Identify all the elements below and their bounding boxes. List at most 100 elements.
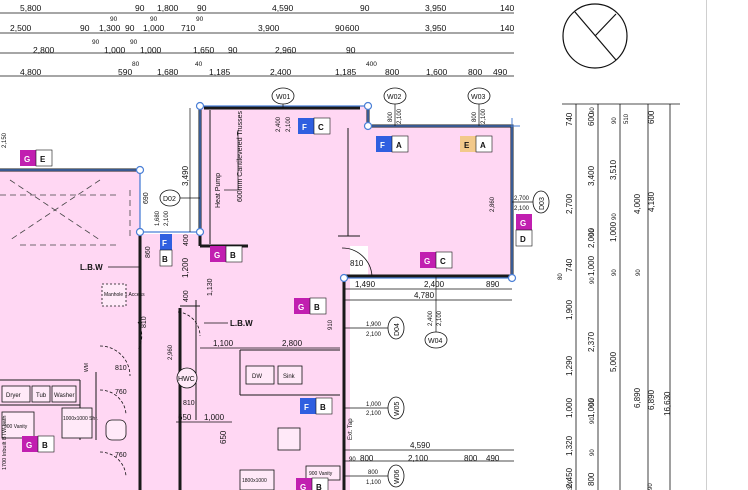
dim-text: 5,800 [20,3,42,13]
dim-text: 90 [197,3,207,13]
dim-text: 1,000 [204,413,225,422]
selection-handle[interactable] [195,227,205,237]
top-dimension-text: 5,800 90 1,800 90 4,590 90 3,950 140 90 … [10,3,514,77]
window-w01[interactable]: W01 [271,87,295,105]
dim-text: 300 [568,479,574,490]
selection-handle[interactable] [363,121,373,131]
tag-gb-b[interactable]: G B [294,297,327,315]
selection-handle[interactable] [135,165,145,175]
dim-text: 490 [493,67,507,77]
dim-text: 1,300 [99,23,121,33]
tag-letter: B [314,303,320,312]
d03-width: 2,700 [514,196,530,202]
dim-text: 1,680 [157,67,179,77]
trusses-label: 600mm Cantilevered Trusses [237,110,244,202]
selection-handle[interactable] [507,273,517,283]
door-d03[interactable]: D03 [532,190,550,214]
dim-text: 760 [115,452,127,459]
tag-gb-d[interactable]: G B [296,477,329,490]
dim-text: 1,000 [587,255,596,276]
tag-letter: G [24,155,30,164]
dim-text: 90 [360,3,370,13]
dim-text: 80 [558,273,564,280]
dim-text: 1,200 [181,257,190,278]
dim-text: 400 [183,290,190,302]
dim-text: 2,700 [565,193,574,214]
tag-fb-a[interactable]: F B [159,234,173,267]
tag-ge[interactable]: G E [20,149,53,167]
plan-dimension-text: 1,490 2,400 890 4,780 810 1,100 2,800 81… [2,132,500,463]
dim-text: 90 [150,16,158,23]
window-w02[interactable]: W02 [383,87,407,105]
dim-text: 860 [145,246,152,258]
inner-walls [0,110,360,440]
dim-text: 650 [219,430,228,444]
vanity-label: 900 Vanity [4,424,28,430]
dim-text: 2,370 [587,331,596,352]
d03-height: 2,100 [514,206,530,212]
window-w04[interactable]: W04 [424,331,448,349]
cooktop-icon [277,427,301,451]
dim-text: 6,890 [633,387,642,408]
selection-handle[interactable] [135,227,145,237]
w01-height: 2,400 [276,116,282,132]
floor-plan-canvas[interactable]: 5,800 90 1,800 90 4,590 90 3,950 140 90 … [0,0,706,490]
dim-text: 690 [143,192,150,204]
lbw-label: L.B.W [230,319,253,328]
tag-gc[interactable]: G C [420,251,453,269]
window-w05[interactable]: W05 [387,396,405,420]
dim-text: 2,960 [168,344,174,360]
dim-text: 1,000 [587,397,596,418]
tag-gb-c[interactable]: G B [22,435,55,453]
vanity1800-box [239,469,275,490]
vanity-box [1,411,35,439]
ext-tap-label: Ext. Tap [348,418,354,440]
dim-text: 90 [135,3,145,13]
door-d04[interactable]: D04 [387,316,405,340]
tag-fb-b[interactable]: F B [300,397,333,415]
selection-handle[interactable] [339,273,349,283]
window-tags[interactable]: W01 W02 W03 W04 W05 W06 D02 D03 [159,87,550,488]
dim-text: 90 [590,449,596,456]
dim-text: 800 [468,67,482,77]
dim-text: 140 [500,3,514,13]
w05-height: 2,100 [366,411,382,417]
dim-text: 1,185 [335,67,357,77]
dim-text: 90 [110,16,118,23]
heat-pump-label: Heat Pump [215,173,222,208]
dim-text: 400 [366,61,377,68]
tag-ea[interactable]: E A [460,135,493,153]
tag-fa[interactable]: F A [376,135,409,153]
dim-text: 810 [141,316,148,328]
tag-gd[interactable]: G D [515,214,533,247]
dim-text: 400 [183,234,190,246]
selection-handle[interactable] [195,101,205,111]
dim-text: 650 [178,413,192,422]
w06-width: 800 [368,470,379,476]
dim-text: 600 [587,112,596,126]
material-tags[interactable]: F C F A E A G E F B G B G C G D [20,117,533,490]
dim-text: 90 [612,117,618,124]
bubble-leaders [180,104,533,477]
dim-text: 90 [346,45,356,55]
selection-handle[interactable] [363,101,373,111]
tag-gb-a[interactable]: G B [210,245,243,263]
door-d02[interactable]: D02 [159,189,181,207]
window-w06[interactable]: W06 [387,464,405,488]
dim-text: 1,000 [565,397,574,418]
dim-text: 90 [335,23,345,33]
selection-handles[interactable] [135,101,517,283]
dim-text: 1,900 [565,299,574,320]
window-w03[interactable]: W03 [467,87,491,105]
tag-letter: C [318,123,324,132]
hwc-circle [176,367,198,389]
tag-letter: B [316,483,322,490]
dim-text: 2,500 [10,23,32,33]
side-dimension-text: 740 2,700 740 1,900 1,290 1,000 1,320 2,… [558,107,672,490]
north-arrow-icon [562,3,628,69]
tag-fc[interactable]: F C [298,117,331,135]
dim-text: 5,000 [609,351,618,372]
window-label: W03 [471,94,486,101]
dim-text: 2,860 [490,196,496,212]
dryer-label: Dryer [6,393,21,399]
